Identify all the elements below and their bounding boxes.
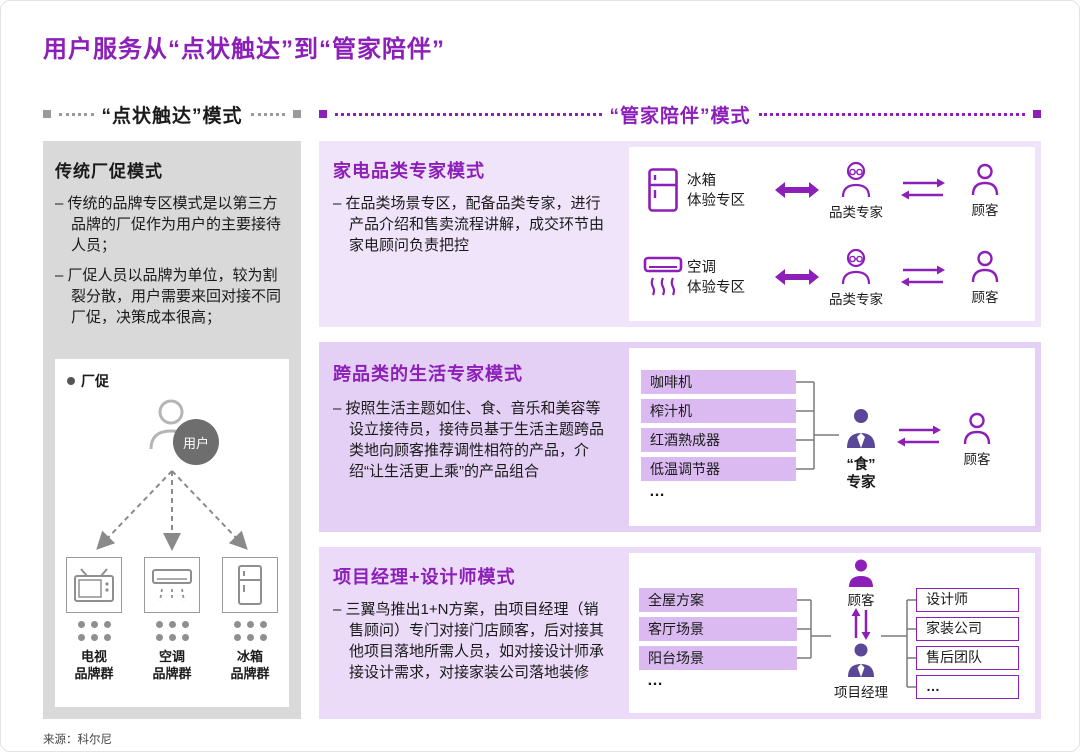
right-mode-header-label: “管家陪伴”模式 [609, 105, 751, 127]
exchange-arrows-icon [901, 178, 945, 200]
category-expert-icon [841, 248, 871, 285]
customer-label: 顾客 [963, 452, 991, 467]
square-marker-icon [319, 110, 327, 118]
partner-box: 家装公司 [916, 617, 1019, 641]
dotted-line [758, 112, 1026, 116]
customer-icon [849, 559, 873, 587]
section-bullet: – 按照生活主题如住、食、音乐和美容等设立接待员，接待员基于生活主题跨品类地向顾… [333, 400, 605, 480]
project-manager-diagram: 全屋方案 客厅场景 阳台场景 … 顾客 [629, 553, 1035, 713]
square-marker-icon [293, 110, 302, 118]
life-expert-icon [847, 409, 875, 448]
promoter-dots [233, 621, 267, 641]
life-expert-label: “食” 专家 [846, 457, 876, 492]
partner-box: 设计师 [916, 588, 1019, 612]
product-item: 红酒熟成器 [641, 428, 796, 452]
diagram-row-fridge: 冰箱 体验专区 品类专家 [629, 147, 1035, 234]
exchange-arrows-icon [901, 265, 945, 287]
customer-icon [971, 163, 999, 196]
left-mode-header-label: “点状触达”模式 [101, 105, 243, 127]
left-mode-header: “点状触达”模式 [43, 101, 302, 127]
partner-box: … [916, 675, 1019, 699]
category-expert-icon [841, 161, 871, 198]
product-item: 榨汁机 [641, 399, 796, 423]
dashed-arrows-icon [96, 470, 248, 551]
fridge-icon [648, 168, 678, 212]
bullet-item: – 厂促人员以品牌为单位，较为割裂分散，用户需要来回对接不同厂促，决策成本很高； [55, 267, 282, 326]
diagram-row-ac: 空调 体验专区 品类专家 [629, 234, 1035, 321]
dotted-line [59, 112, 94, 116]
section-life-expert: 跨品类的生活专家模式 – 按照生活主题如住、食、音乐和美容等设立接待员，接待员基… [319, 342, 1041, 532]
ellipsis: … [647, 672, 663, 689]
project-manager-label: 项目经理 [834, 685, 888, 700]
brand-group-label: 空调 品牌群 [152, 649, 192, 681]
zone-label: 冰箱 体验专区 [687, 173, 745, 209]
vertical-arrows-icon [851, 608, 871, 640]
double-arrow-icon [775, 269, 819, 285]
life-expert-diagram: 咖啡机 榨汁机 红酒熟成器 低温调节器 … “食” 专家 [629, 348, 1035, 526]
exchange-arrows-icon [897, 425, 941, 447]
brand-group-label: 冰箱 品牌群 [230, 649, 270, 681]
expert-figure: 品类专家 [817, 161, 895, 222]
customer-figure: 顾客 [955, 250, 1015, 307]
section-title: 家电品类专家模式 [333, 161, 485, 181]
panel-bullets: – 传统的品牌专区模式是以第三方品牌的厂促作为用户的主要接待人员； – 厂促人员… [55, 193, 285, 337]
scene-item: 阳台场景 [639, 646, 797, 670]
promoter-dots [155, 621, 189, 641]
life-expert-figure: “食” 专家 [827, 408, 895, 492]
double-arrow-icon [775, 182, 819, 198]
product-item: 低温调节器 [641, 457, 796, 481]
product-item: 咖啡机 [641, 370, 796, 394]
center-figures: 顾客 项目经理 [829, 553, 893, 713]
section-project-manager: 项目经理+设计师模式 – 三翼鸟推出1+N方案，由项目经理（销售顾问）专门对接门… [319, 547, 1041, 719]
connector-lines [796, 381, 839, 470]
dotted-line [250, 112, 286, 116]
customer-icon [963, 412, 991, 445]
right-mode-header: “管家陪伴”模式 [319, 101, 1042, 127]
promoter-dots [77, 621, 111, 641]
customer-figure: 顾客 [955, 163, 1015, 220]
tv-icon [66, 557, 122, 613]
brand-group-fridge: 冰箱 品牌群 [214, 557, 286, 683]
customer-figure: 顾客 [945, 412, 1009, 469]
customer-icon [971, 250, 999, 283]
air-conditioner-icon [144, 557, 200, 613]
bullet-item: – 传统的品牌专区模式是以第三方品牌的厂促作为用户的主要接待人员； [55, 195, 282, 254]
dotted-line [335, 112, 602, 116]
customer-label: 顾客 [847, 593, 875, 608]
legend-dot-icon [67, 377, 75, 385]
page-title: 用户服务从“点状触达”到“管家陪伴” [43, 36, 445, 63]
project-manager-icon [848, 643, 874, 677]
air-conditioner-icon [643, 256, 683, 296]
square-marker-icon [1033, 110, 1042, 118]
factory-promo-diagram: 厂促 用户 [55, 359, 289, 707]
brand-group-ac: 空调 品牌群 [136, 557, 208, 683]
user-badge: 用户 [173, 419, 219, 465]
ellipsis: … [649, 483, 665, 500]
connector-lines [797, 599, 916, 688]
customer-label: 顾客 [971, 203, 999, 218]
section-title: 跨品类的生活专家模式 [333, 364, 523, 384]
fridge-icon [222, 557, 278, 613]
source-note: 来源：科尔尼 [43, 734, 112, 746]
brand-group-label: 电视 品牌群 [74, 649, 114, 681]
traditional-model-panel: 传统厂促模式 – 传统的品牌专区模式是以第三方品牌的厂促作为用户的主要接待人员；… [43, 141, 301, 719]
customer-label: 顾客 [971, 290, 999, 305]
legend-label: 厂促 [81, 373, 109, 389]
legend: 厂促 [67, 371, 109, 391]
section-category-expert: 家电品类专家模式 – 在品类场景专区，配备品类专家，进行产品介绍和售卖流程讲解，… [319, 141, 1041, 327]
category-expert-diagram: 冰箱 体验专区 品类专家 [629, 147, 1035, 321]
partner-box: 售后团队 [916, 646, 1019, 670]
section-bullet: – 在品类场景专区，配备品类专家，进行产品介绍和售卖流程讲解，成交环节由家电顾问… [333, 195, 605, 254]
zone-label: 空调 体验专区 [687, 260, 745, 296]
expert-figure: 品类专家 [817, 248, 895, 309]
scene-item: 全屋方案 [639, 588, 797, 612]
section-title: 项目经理+设计师模式 [333, 567, 516, 587]
section-bullet: – 三翼鸟推出1+N方案，由项目经理（销售顾问）专门对接门店顾客，后对接其他项目… [333, 601, 605, 681]
expert-label: 品类专家 [829, 205, 883, 220]
expert-label: 品类专家 [829, 292, 883, 307]
square-marker-icon [43, 110, 51, 118]
scene-item: 客厅场景 [639, 617, 797, 641]
panel-title: 传统厂促模式 [55, 162, 163, 181]
brand-group-tv: 电视 品牌群 [58, 557, 130, 683]
